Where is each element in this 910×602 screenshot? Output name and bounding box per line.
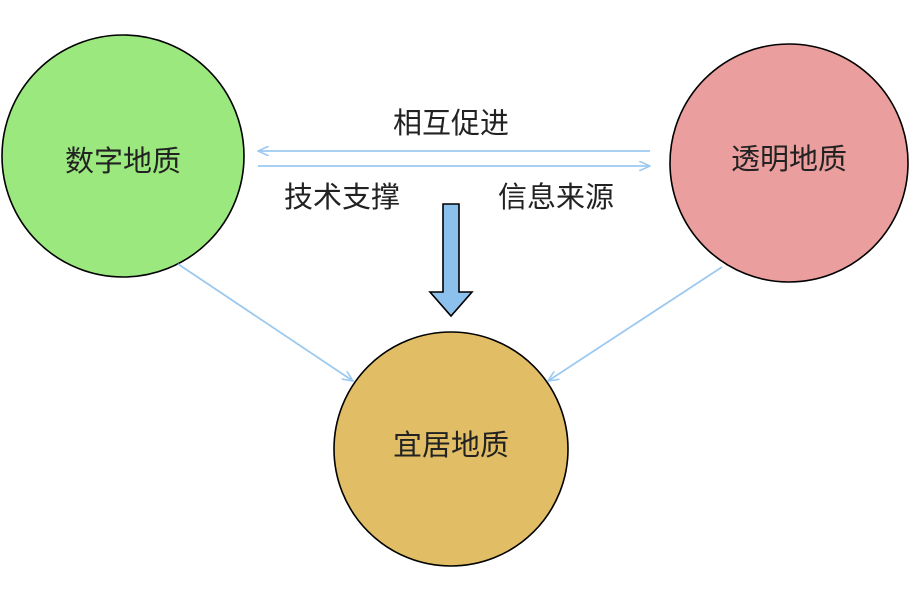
arrow-digital-to-livable [177,263,353,381]
node-digital-geology-label: 数字地质 [65,144,181,178]
edge-label-tech-support: 技术支撑 [284,180,400,214]
arrow-transparent-to-livable [548,266,723,381]
node-digital-geology-circle [1,34,245,278]
node-transparent-geology-circle [669,43,909,283]
edge-label-info-source: 信息来源 [498,180,614,214]
node-livable-geology-circle [333,331,569,567]
node-transparent-geology: 透明地质 [669,43,909,283]
node-transparent-geology-label: 透明地质 [731,142,847,176]
node-digital-geology: 数字地质 [1,34,245,278]
big-down-arrow [428,203,474,318]
node-livable-geology: 宜居地质 [333,331,569,567]
node-livable-geology-label: 宜居地质 [393,428,509,462]
edge-label-mutual-promotion: 相互促进 [393,106,509,140]
